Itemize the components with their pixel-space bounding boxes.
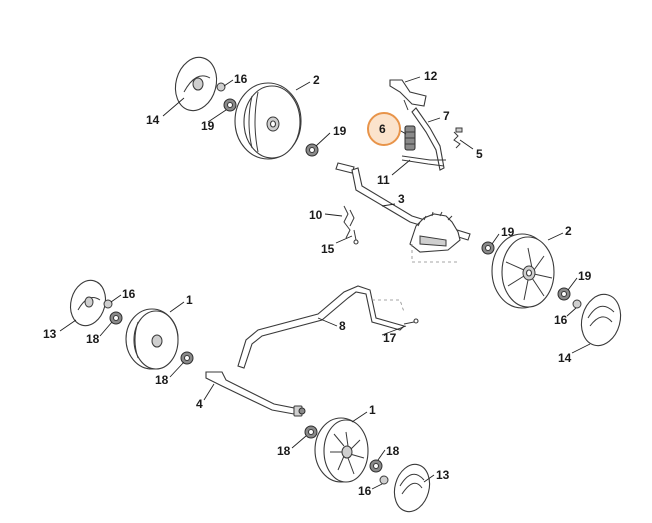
callout-16[interactable]: 16 — [554, 313, 568, 327]
callout-18[interactable]: 18 — [155, 373, 169, 387]
callout-15[interactable]: 15 — [321, 242, 335, 256]
front-axle-4[interactable] — [205, 371, 306, 417]
spring-5[interactable] — [453, 127, 463, 149]
height-adjust-sector[interactable] — [409, 211, 461, 253]
callout-17[interactable]: 17 — [383, 331, 397, 345]
wheel-cover-14-rear-right[interactable] — [576, 290, 626, 350]
bushing-19-rear-right-outer[interactable] — [557, 287, 571, 301]
lever-7[interactable] — [411, 107, 445, 171]
callouts: 12 7 6 5 11 3 10 15 16 2 14 19 19 19 2 1… — [43, 69, 592, 498]
bushing-18-front-right-inner[interactable] — [304, 425, 318, 439]
callout-16[interactable]: 16 — [358, 484, 372, 498]
guide-line-rod — [372, 299, 405, 313]
callout-19[interactable]: 19 — [501, 225, 515, 239]
callout-16[interactable]: 16 — [234, 72, 248, 86]
callout-18[interactable]: 18 — [386, 444, 400, 458]
highlight-ring-6 — [367, 112, 401, 146]
callout-1[interactable]: 1 — [186, 293, 193, 307]
wheel-cover-14-rear-left[interactable] — [170, 53, 223, 116]
wheel-2-rear-right[interactable] — [491, 233, 555, 309]
bushing-19-rear-left-inner[interactable] — [305, 143, 319, 157]
callout-5[interactable]: 5 — [476, 147, 483, 161]
nut-16-rear-left[interactable] — [216, 82, 226, 92]
pin-15[interactable] — [353, 229, 359, 245]
spring-6[interactable] — [404, 125, 416, 151]
axle-rod-8[interactable] — [237, 285, 406, 369]
bushing-19-rear-left-outer[interactable] — [223, 98, 237, 112]
nut-16-rear-right[interactable] — [572, 299, 582, 309]
callout-19[interactable]: 19 — [201, 119, 215, 133]
callout-8[interactable]: 8 — [339, 319, 346, 333]
callout-4[interactable]: 4 — [196, 397, 203, 411]
callout-14[interactable]: 14 — [558, 351, 572, 365]
callout-16[interactable]: 16 — [122, 287, 136, 301]
callout-19[interactable]: 19 — [578, 269, 592, 283]
spring-10[interactable] — [343, 205, 355, 239]
callout-6[interactable]: 6 — [379, 122, 386, 136]
callout-13[interactable]: 13 — [43, 327, 57, 341]
callout-7[interactable]: 7 — [443, 109, 450, 123]
callout-10[interactable]: 10 — [309, 208, 323, 222]
wheel-cover-13-front-left[interactable] — [66, 276, 111, 329]
callout-2[interactable]: 2 — [313, 73, 320, 87]
callout-18[interactable]: 18 — [277, 444, 291, 458]
bracket-12[interactable] — [389, 79, 427, 111]
guide-line-axle — [411, 244, 460, 263]
wheel-cover-13-front-right[interactable] — [389, 460, 434, 515]
callout-13[interactable]: 13 — [436, 468, 450, 482]
wheel-1-front-left[interactable] — [125, 308, 179, 370]
bushing-18-front-left-outer[interactable] — [109, 311, 123, 325]
callout-11[interactable]: 11 — [377, 173, 390, 187]
cable-11[interactable] — [401, 155, 446, 167]
callout-1[interactable]: 1 — [369, 403, 376, 417]
callout-19[interactable]: 19 — [333, 124, 347, 138]
callout-12[interactable]: 12 — [424, 69, 438, 83]
bushing-18-front-left-inner[interactable] — [180, 351, 194, 365]
nut-16-front-right[interactable] — [379, 475, 389, 485]
bushing-19-rear-right-inner[interactable] — [481, 241, 495, 255]
nut-16-front-left[interactable] — [103, 299, 113, 309]
callout-2[interactable]: 2 — [565, 224, 572, 238]
bushing-18-front-right-outer[interactable] — [369, 459, 383, 473]
wheel-1-front-right[interactable] — [314, 417, 369, 483]
callout-3[interactable]: 3 — [398, 192, 405, 206]
wheel-2-rear-left[interactable] — [234, 82, 302, 160]
leader-lines — [59, 76, 591, 490]
callout-14[interactable]: 14 — [146, 113, 160, 127]
pin-17[interactable] — [403, 318, 419, 325]
callout-18[interactable]: 18 — [86, 332, 100, 346]
